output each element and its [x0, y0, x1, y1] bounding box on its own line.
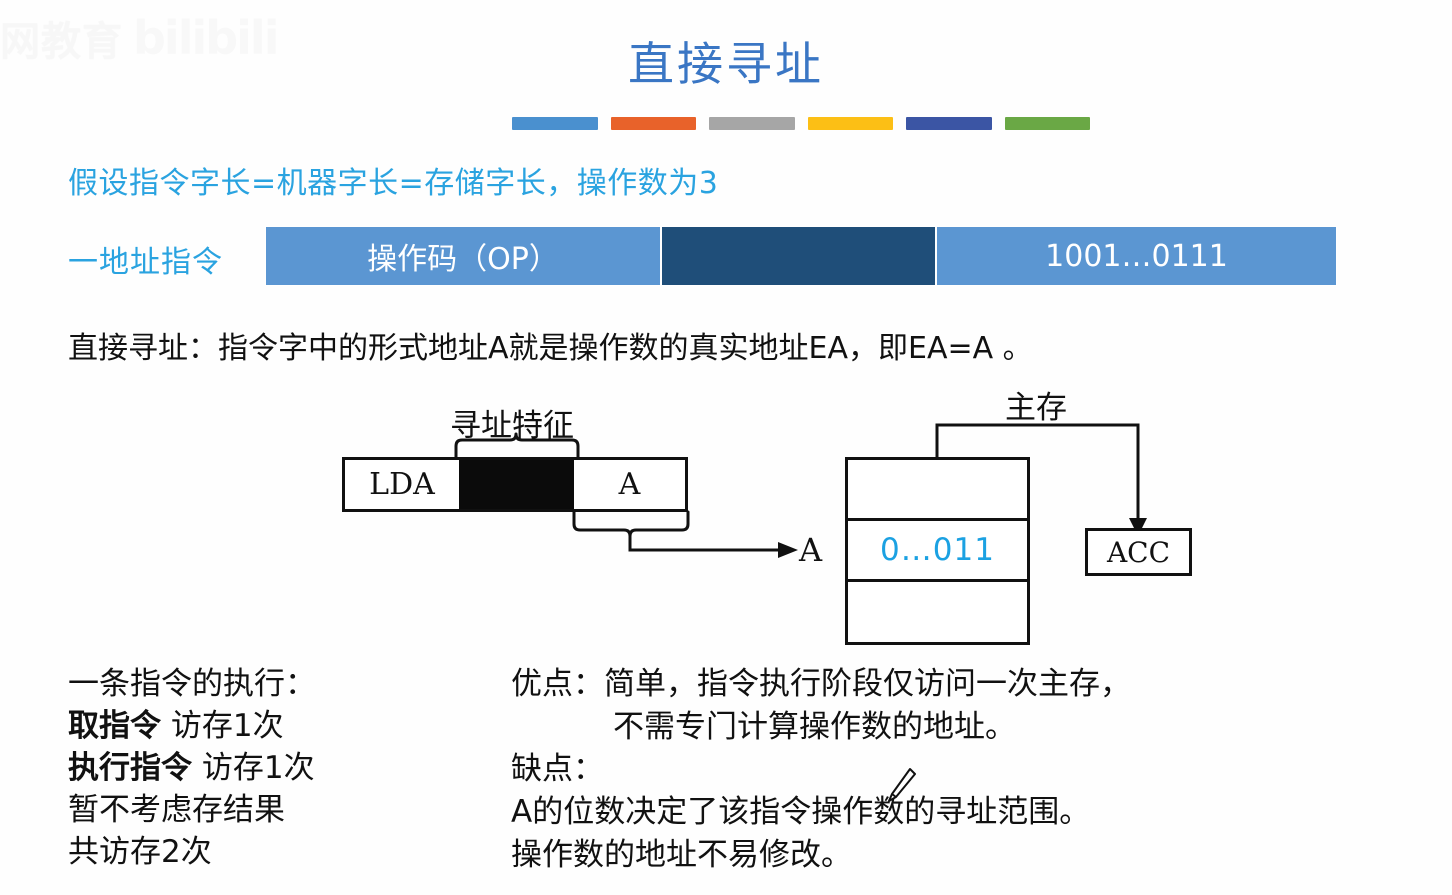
format-cell-opcode: 操作码（OP） — [265, 226, 661, 286]
pros-line-2: 不需专门计算操作数的地址。 — [613, 709, 1016, 745]
pros-line-1: 优点：简单，指令执行阶段仅访问一次主存， — [511, 666, 1131, 702]
cons-block: 缺点： A的位数决定了该指令操作数的寻址范围。 操作数的地址不易修改。 — [511, 748, 1090, 877]
execution-line-1-rest: 访存1次 — [161, 708, 284, 744]
instruction-address-field: A — [618, 467, 641, 502]
instruction-opcode-field: LDA — [369, 467, 435, 502]
cons-line-2: 操作数的地址不易修改。 — [511, 837, 852, 873]
execution-line-2-rest: 访存1次 — [192, 750, 315, 786]
definition-text: 直接寻址：指令字中的形式地址A就是操作数的真实地址EA，即EA=A 。 — [68, 331, 1033, 366]
instruction-format-strip: 操作码（OP） 1001…0111 — [265, 226, 1337, 286]
execution-line-1-bold: 取指令 — [68, 708, 161, 744]
execution-summary-block: 一条指令的执行： 取指令 访存1次 执行指令 访存1次 暂不考虑存结果 共访存2… — [68, 663, 316, 873]
memory-row-empty-top — [848, 460, 1027, 518]
instruction-word-box: LDA A — [342, 457, 688, 512]
acc-register-box: ACC — [1085, 528, 1192, 576]
memory-row-empty-bottom — [848, 582, 1027, 642]
execution-line-2-bold: 执行指令 — [68, 750, 192, 786]
main-memory-label: 主存 — [1005, 390, 1067, 426]
cons-line-1: A的位数决定了该指令操作数的寻址范围。 — [511, 794, 1091, 830]
format-cell-address: 1001…0111 — [936, 226, 1337, 286]
execution-line-3: 暂不考虑存结果 — [68, 792, 285, 828]
rule-bar-4 — [807, 117, 893, 130]
address-brace — [572, 510, 690, 538]
title-rule-bars — [512, 117, 1090, 130]
instruction-feature-field — [459, 460, 574, 509]
pros-block: 优点：简单，指令执行阶段仅访问一次主存， 不需专门计算操作数的地址。 — [511, 663, 1131, 749]
execution-line-4: 共访存2次 — [68, 834, 212, 870]
memory-row-operand: 0…011 — [848, 518, 1027, 582]
address-arrow-head — [778, 542, 798, 558]
rule-bar-1 — [512, 117, 598, 130]
format-label: 一地址指令 — [68, 245, 223, 280]
rule-bar-6 — [1004, 117, 1090, 130]
pen-cursor-icon — [888, 768, 916, 802]
rule-bar-2 — [610, 117, 696, 130]
feature-label: 寻址特征 — [450, 408, 574, 444]
format-cell-blank — [661, 226, 936, 286]
execution-line-1: 取指令 访存1次 — [68, 705, 316, 747]
cons-heading: 缺点： — [511, 751, 604, 787]
page-title: 直接寻址 — [628, 37, 824, 91]
execution-heading: 一条指令的执行： — [68, 666, 316, 702]
execution-line-2: 执行指令 访存1次 — [68, 747, 316, 789]
assumption-text: 假设指令字长=机器字长=存储字长，操作数为3 — [68, 166, 719, 201]
memory-operand-value: 0…011 — [880, 532, 995, 568]
operand-address-label: A — [799, 531, 823, 569]
main-memory-box: 0…011 — [845, 457, 1030, 645]
rule-bar-3 — [709, 117, 795, 130]
address-arrow-line — [628, 536, 778, 552]
rule-bar-5 — [906, 117, 992, 130]
